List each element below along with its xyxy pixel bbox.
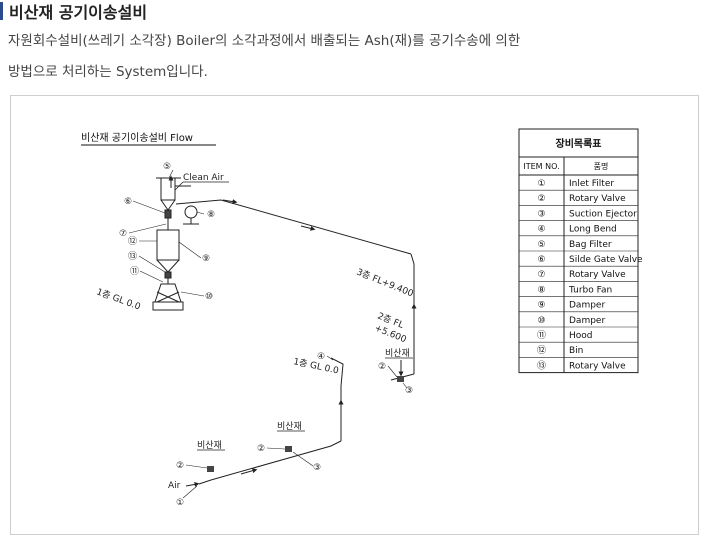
callout-2-mid: ② [257, 444, 265, 454]
callout-11: ⑪ [130, 266, 139, 277]
table-row-name: Rotary Valve [569, 194, 626, 204]
table-row-name: Bin [569, 346, 583, 356]
callout-3-mid: ③ [313, 463, 321, 473]
page-title: 비산재 공기이송설비 [9, 3, 148, 22]
callout-leaders [128, 169, 408, 499]
equipment-table: 장비목록표 ITEM NO. 품명 ① Inlet Filter ② Rotary Valv… [518, 128, 643, 374]
title-accent-bar [0, 2, 3, 20]
clean-air-label: Clean Air [183, 173, 224, 183]
callout-12: ⑫ [128, 236, 137, 247]
fly-ash-label-right: 비산재 [385, 348, 410, 359]
table-row-no: ⑦ [537, 270, 545, 280]
rotary-valve-right [397, 376, 404, 382]
flow-arrow-6 [222, 199, 238, 205]
section-header: 비산재 공기이송설비 [0, 0, 147, 22]
table-row-name: Hood [569, 331, 593, 341]
table-row-no: ⑤ [537, 240, 545, 250]
callout-13: ⑬ [128, 251, 137, 262]
diagram-frame: 비산재 공기이송설비 Flow Clea [10, 95, 699, 535]
rotary-valve-left [207, 466, 214, 472]
air-inlet-label: Air [168, 481, 181, 491]
bag-filter-assembly [152, 177, 191, 311]
callout-10: ⑩ [205, 292, 213, 302]
description-line-1: 자원회수설비(쓰레기 소각장) Boiler의 소각과정에서 배출되는 Ash(… [8, 33, 521, 49]
table-row-no: ② [537, 194, 545, 204]
callout-4: ④ [317, 352, 325, 362]
table-row-name: Rotary Valve [569, 361, 626, 371]
table-row-name: Suction Ejector [569, 209, 637, 219]
flow-title: 비산재 공기이송설비 Flow [81, 132, 193, 144]
floor-level-3: 3층 FL+9.400 [355, 267, 415, 300]
table-title: 장비목록표 [556, 137, 602, 150]
ground-level-label-top: 1층 GL 0.0 [95, 286, 142, 312]
flow-diagram: 비산재 공기이송설비 Flow Clea [81, 128, 643, 508]
table-row-no: ⑧ [537, 285, 545, 295]
callout-group: ⑤ ⑥ ⑦ ⑧ ⑨ ⑫ ⑬ ⑪ ⑩ ④ ② ③ ② ③ ② ① [119, 162, 413, 508]
callout-5: ⑤ [163, 162, 171, 172]
fly-ash-label-left: 비산재 [197, 440, 222, 451]
table-row-no: ⑫ [537, 345, 546, 356]
callout-6: ⑥ [124, 197, 132, 207]
table-row-no: ③ [537, 209, 545, 219]
table-header-no: ITEM NO. [523, 162, 559, 171]
callout-9: ⑨ [202, 254, 210, 264]
table-row-name: Bag Filter [569, 240, 612, 250]
callout-3-right: ③ [405, 386, 413, 396]
turbo-fan [183, 205, 199, 225]
table-row-no: ⑥ [537, 255, 545, 265]
table-row-name: Damper [569, 316, 605, 326]
flow-arrow-4 [240, 468, 258, 475]
callout-7: ⑦ [119, 229, 127, 239]
callout-2-left: ② [176, 461, 184, 471]
table-row-no: ⑩ [537, 316, 545, 326]
flow-arrow-1 [300, 225, 316, 231]
table-row-name: Turbo Fan [568, 285, 612, 295]
callout-8: ⑧ [207, 210, 215, 220]
table-row-name: Inlet Filter [569, 179, 614, 189]
fly-ash-label-mid: 비산재 [277, 421, 302, 432]
callout-1: ① [176, 498, 184, 508]
table-row-name: Long Bend [569, 225, 617, 235]
rotary-valve-mid [285, 446, 292, 452]
table-row-name: Rotary Valve [569, 270, 626, 280]
table-row-name: Silde Gate Valve [569, 255, 643, 265]
table-row-name: Damper [569, 301, 605, 311]
description-line-2: 방법으로 처리하는 System입니다. [8, 64, 208, 80]
table-row-no: ⑪ [537, 330, 546, 341]
clean-air-leader [174, 181, 184, 191]
table-row-no: ⑬ [537, 360, 546, 371]
table-row-no: ① [537, 179, 545, 189]
table-header-name: 품명 [594, 161, 609, 171]
table-row-no: ④ [537, 225, 545, 235]
air-inlet-arrow [185, 481, 200, 487]
callout-2-right: ② [378, 362, 386, 372]
table-row-no: ⑨ [537, 301, 545, 311]
